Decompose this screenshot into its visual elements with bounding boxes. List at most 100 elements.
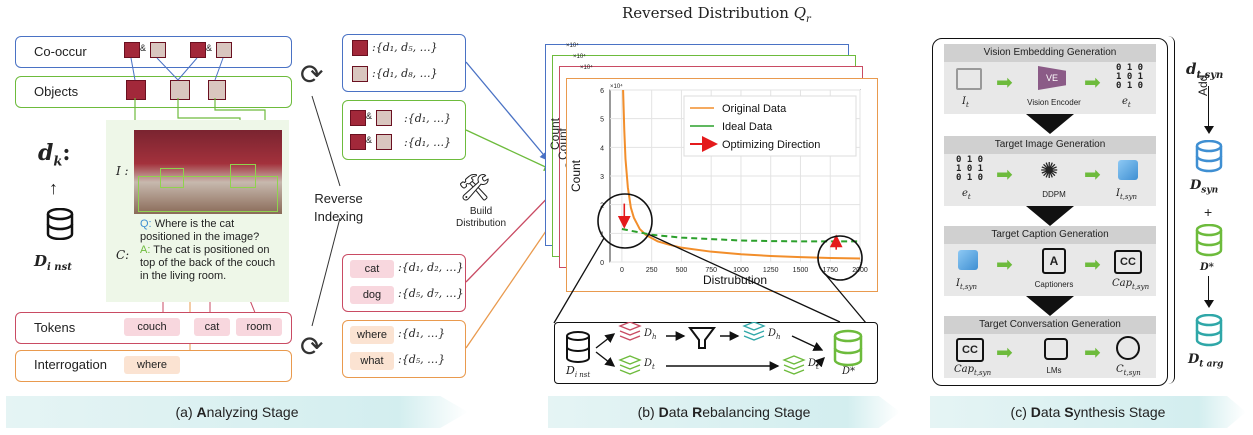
down-arrow-head xyxy=(1204,300,1214,308)
amp: & xyxy=(206,43,213,53)
g4-out-var: Ct,syn xyxy=(1116,364,1141,377)
g2-in-var: et xyxy=(962,188,971,201)
back-exp: ×10⁴ xyxy=(566,43,579,49)
green-arrow-icon: ➡ xyxy=(1084,254,1101,276)
dsyn-label: Dsyn xyxy=(1190,178,1219,196)
x-tick-label: 250 xyxy=(646,267,658,274)
stage-c-banner: (c) Data Synthesis Stage xyxy=(930,396,1246,428)
down-chevron-icon xyxy=(1026,114,1074,134)
g2-module-label: DDPM xyxy=(1042,190,1066,199)
down-arrow-icon xyxy=(1208,276,1209,304)
object-thumb xyxy=(126,80,146,100)
qa-text: Q: Where is the cat positioned in the im… xyxy=(140,218,286,283)
cc-icon: CC xyxy=(956,338,984,362)
pipeline-dh: Dh xyxy=(644,328,657,341)
g3-module-label: Captioners xyxy=(1034,280,1074,289)
x-tick-label: 1500 xyxy=(793,267,809,274)
index-thumb xyxy=(350,110,366,126)
green-arrow-icon: ➡ xyxy=(996,164,1013,186)
index-thumb xyxy=(350,134,366,150)
x-tick-label: 1250 xyxy=(763,267,779,274)
pipeline-dt-star: Dt xyxy=(808,358,819,371)
green-arrow-icon: ➡ xyxy=(996,72,1013,94)
dk-label: dk: xyxy=(38,140,71,170)
stage-b-banner: (b) Data Rebalancing Stage xyxy=(548,396,900,428)
object-thumb xyxy=(208,80,226,100)
y-tick-label: 5 xyxy=(600,117,604,124)
legend-label: Original Data xyxy=(722,103,787,115)
objects-index xyxy=(342,100,466,160)
index-set: :{d₅, d₇, …} xyxy=(398,287,464,300)
index-divider xyxy=(311,95,341,327)
index-word: what xyxy=(350,352,394,370)
image-icon-blue xyxy=(958,250,978,270)
rebalance-pipeline xyxy=(554,322,878,384)
g4-in-var: Capt,syn xyxy=(954,364,992,377)
right-brace xyxy=(1168,36,1175,384)
g1-title: Vision Embedding Generation xyxy=(944,44,1156,62)
stage-a-banner: (a) Analyzing Stage xyxy=(6,396,468,428)
cooccur-thumb xyxy=(190,42,206,58)
cooccur-thumb xyxy=(216,42,232,58)
legend-label: Optimizing Direction xyxy=(722,139,820,151)
down-chevron-icon xyxy=(1026,296,1074,316)
green-arrow-icon: ➡ xyxy=(1084,72,1101,94)
down-arrow-head xyxy=(1204,126,1214,134)
caption-label: C: xyxy=(116,248,130,262)
index-set: :{d₁, d₂, …} xyxy=(398,261,464,274)
image-icon xyxy=(956,68,982,90)
plus-label: + xyxy=(1204,204,1213,220)
dstar-label: D* xyxy=(1200,262,1214,273)
amp: & xyxy=(366,111,373,121)
robot-icon xyxy=(1044,338,1068,360)
db-targ-icon xyxy=(1195,314,1223,347)
image-icon-blue xyxy=(1118,160,1138,180)
build-distribution-icon: 🛠 xyxy=(458,172,492,202)
reversed-distribution-title: Reversed Distribution Qr xyxy=(622,4,811,25)
index-thumb xyxy=(376,134,392,150)
index-thumb xyxy=(352,40,368,56)
up-arrow-icon: ↑ xyxy=(49,178,58,198)
pipeline-graphic xyxy=(566,322,863,375)
token-chip: cat xyxy=(194,318,230,336)
index-set: :{d₁, …} xyxy=(398,327,446,340)
x-tick-label: 750 xyxy=(705,267,717,274)
g2-title: Target Image Generation xyxy=(944,136,1156,154)
g3-in-var: It,syn xyxy=(956,278,978,291)
y-axis-label: Count xyxy=(569,159,583,192)
index-word: dog xyxy=(350,286,394,304)
series-line xyxy=(622,89,861,260)
y-tick-label: 3 xyxy=(600,174,604,181)
cooccur-thumb xyxy=(150,42,166,58)
cooccur-label: Co-occur xyxy=(34,44,87,59)
x-tick-label: 2000 xyxy=(852,267,868,274)
g4-module-label: LMs xyxy=(1046,366,1062,375)
cooccur-thumb xyxy=(124,42,140,58)
x-tick-label: 0 xyxy=(620,267,624,274)
zoom-overlay xyxy=(553,193,867,324)
index-set: :{d₁, d₅, …} xyxy=(372,41,438,54)
green-arrow-icon: ➡ xyxy=(1084,342,1101,364)
pipeline-dstar: D* xyxy=(842,366,856,377)
x-tick-label: 1000 xyxy=(733,267,749,274)
g4-title: Target Conversation Generation xyxy=(944,316,1156,334)
cycle-icon: ⟳ xyxy=(300,331,324,362)
back-exp: ×10⁴ xyxy=(573,54,586,60)
index-word: where xyxy=(350,326,394,344)
chat-icon xyxy=(1116,336,1140,360)
index-set: :{d₅, …} xyxy=(398,353,446,366)
sample-image xyxy=(134,130,282,214)
g2-out-var: It,syn xyxy=(1116,188,1138,201)
pipeline-dt: Dt xyxy=(644,358,655,371)
a-text: The cat is positioned on top of the back… xyxy=(140,244,276,282)
down-chevron-icon xyxy=(1026,206,1074,226)
green-arrow-icon: ➡ xyxy=(1084,164,1101,186)
green-arrow-icon: ➡ xyxy=(996,342,1013,364)
objects-box xyxy=(15,76,292,108)
index-set: :{d₁, …} xyxy=(404,136,452,149)
a-prefix: A: xyxy=(140,244,151,256)
g3-out-var: Capt,syn xyxy=(1112,278,1150,291)
